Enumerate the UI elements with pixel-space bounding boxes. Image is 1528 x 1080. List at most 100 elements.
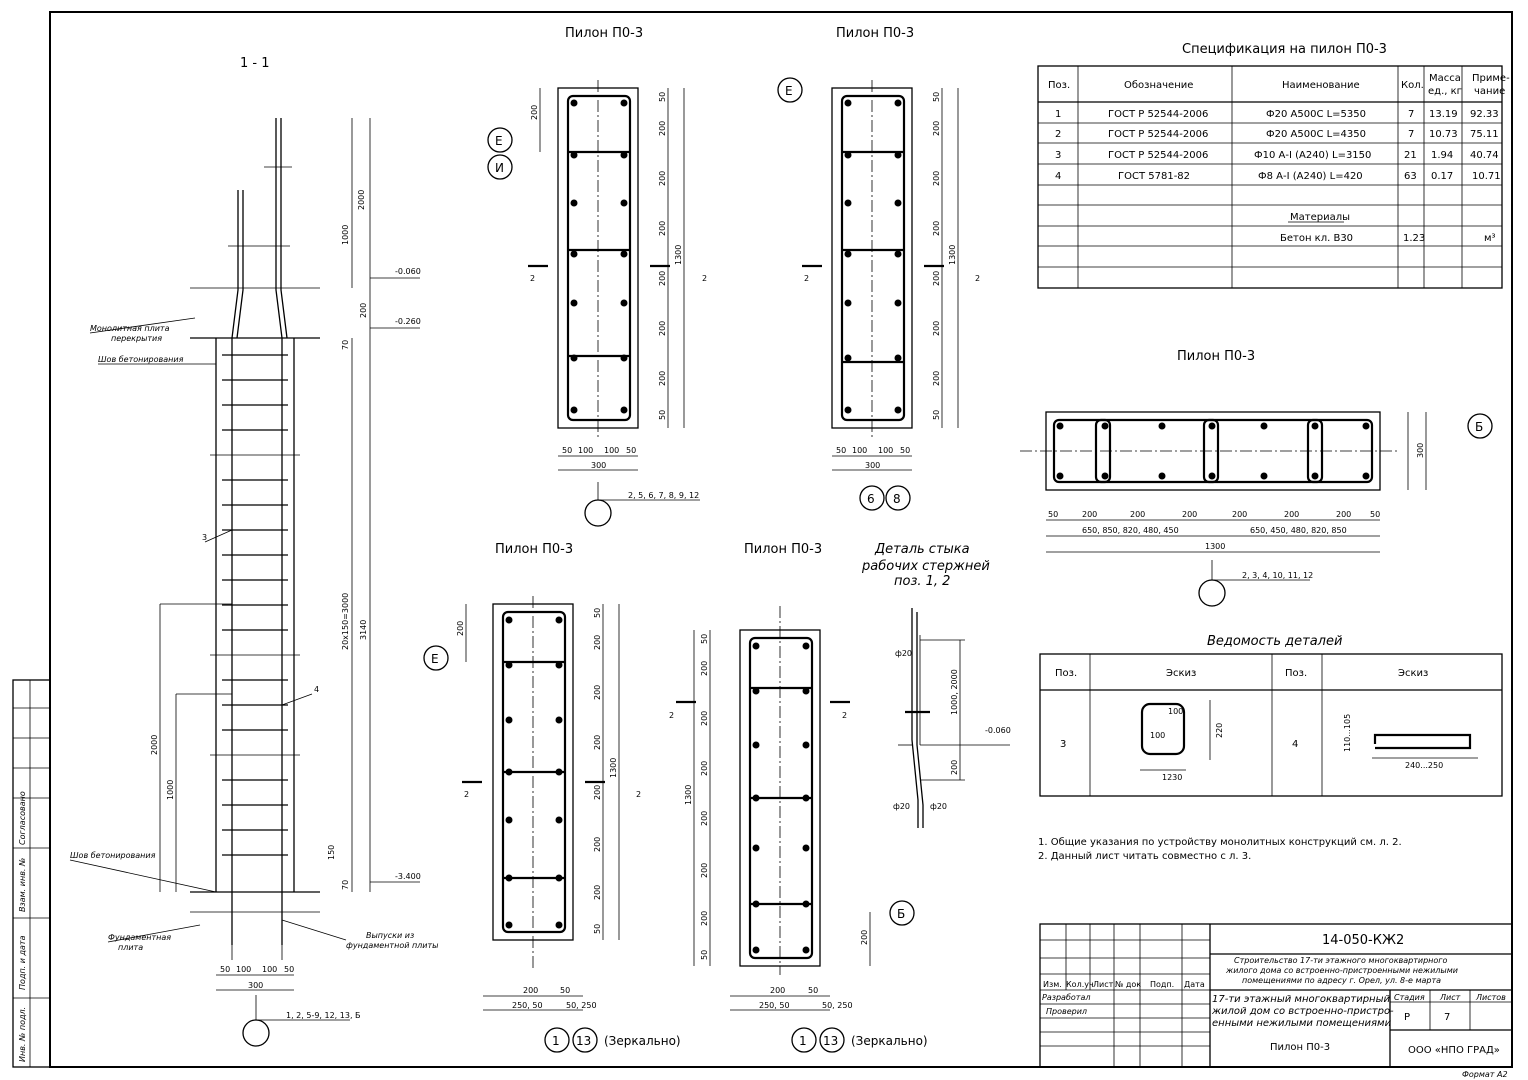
svg-text:200: 200	[700, 761, 709, 776]
svg-text:Пилон П0-3: Пилон П0-3	[495, 542, 573, 557]
svg-text:ф20: ф20	[930, 802, 947, 811]
svg-text:Деталь стыка: Деталь стыка	[874, 542, 970, 557]
company: ООО «НПО ГРАД»	[1408, 1045, 1500, 1056]
svg-text:ф20: ф20	[893, 802, 910, 811]
svg-text:1.94: 1.94	[1431, 150, 1453, 161]
svg-text:1, 2, 5-9, 12, 13, Б: 1, 2, 5-9, 12, 13, Б	[286, 1011, 361, 1020]
svg-text:150: 150	[327, 845, 336, 860]
svg-text:4: 4	[1055, 171, 1061, 182]
svg-text:50: 50	[560, 986, 570, 995]
svg-text:Дата: Дата	[1184, 980, 1205, 989]
svg-text:2. Данный лист читать совместн: 2. Данный лист читать совместно с л. 3.	[1038, 851, 1251, 862]
svg-text:63: 63	[1404, 171, 1417, 182]
svg-text:перекрытия: перекрытия	[111, 334, 162, 343]
svg-text:200: 200	[700, 863, 709, 878]
svg-text:Монолитная плита: Монолитная плита	[90, 324, 170, 333]
svg-text:650, 850, 820, 480, 450: 650, 850, 820, 480, 450	[1082, 526, 1179, 535]
svg-text:70: 70	[341, 340, 350, 350]
svg-text:40.74: 40.74	[1470, 150, 1499, 161]
svg-text:ф20: ф20	[895, 649, 912, 658]
svg-text:Согласовано: Согласовано	[18, 791, 27, 845]
svg-text:Б: Б	[897, 907, 905, 921]
svg-text:200: 200	[593, 685, 602, 700]
svg-text:-0.060: -0.060	[395, 267, 421, 276]
svg-text:Е: Е	[431, 652, 439, 666]
svg-text:50: 50	[932, 410, 941, 420]
svg-text:200: 200	[1130, 510, 1145, 519]
svg-text:75.11: 75.11	[1470, 129, 1499, 140]
svg-text:Е: Е	[495, 134, 503, 148]
svg-text:50: 50	[284, 965, 294, 974]
svg-text:200: 200	[860, 930, 869, 945]
svg-text:200: 200	[932, 321, 941, 336]
svg-text:Наименование: Наименование	[1282, 80, 1360, 91]
svg-text:250, 50: 250, 50	[512, 1001, 543, 1010]
svg-text:Поз.: Поз.	[1048, 80, 1070, 91]
svg-text:2: 2	[669, 711, 674, 720]
svg-text:200: 200	[1182, 510, 1197, 519]
svg-text:50, 250: 50, 250	[822, 1001, 853, 1010]
svg-text:4: 4	[1292, 739, 1298, 750]
svg-text:200: 200	[658, 171, 667, 186]
svg-text:3: 3	[1060, 739, 1066, 750]
svg-text:200: 200	[658, 321, 667, 336]
svg-text:Ф20 А500С L=5350: Ф20 А500С L=5350	[1266, 109, 1366, 120]
sheet-frame	[49, 11, 1513, 1068]
svg-text:Эскиз: Эскиз	[1166, 668, 1196, 679]
svg-text:200: 200	[593, 837, 602, 852]
svg-text:200: 200	[593, 635, 602, 650]
pylon-top-mid: Пилон П0-3 50 200 200 200 200 200 200 50…	[777, 26, 980, 511]
svg-text:50: 50	[626, 446, 636, 455]
svg-text:Проверил: Проверил	[1046, 1007, 1087, 1016]
svg-text:1300: 1300	[1205, 542, 1225, 551]
svg-text:Е: Е	[785, 84, 793, 98]
svg-text:1230: 1230	[1162, 773, 1182, 782]
svg-text:Взам. инв. №: Взам. инв. №	[18, 858, 27, 912]
svg-text:240...250: 240...250	[1405, 761, 1443, 770]
svg-text:50: 50	[658, 410, 667, 420]
svg-text:92.33: 92.33	[1470, 109, 1499, 120]
svg-text:ГОСТ 5781-82: ГОСТ 5781-82	[1118, 171, 1190, 182]
svg-text:Шов бетонирования: Шов бетонирования	[98, 355, 184, 364]
svg-text:Р: Р	[1404, 1012, 1410, 1023]
svg-text:И: И	[495, 161, 504, 175]
svg-text:200: 200	[523, 986, 538, 995]
svg-text:13.19: 13.19	[1429, 109, 1458, 120]
svg-text:200: 200	[658, 221, 667, 236]
svg-text:200: 200	[658, 271, 667, 286]
svg-text:300: 300	[248, 981, 263, 990]
svg-text:220: 220	[1215, 723, 1224, 738]
svg-text:100: 100	[1168, 707, 1183, 716]
svg-text:50: 50	[900, 446, 910, 455]
svg-text:200: 200	[359, 303, 368, 318]
svg-text:поз. 1, 2: поз. 1, 2	[894, 574, 950, 589]
svg-text:3: 3	[202, 533, 207, 542]
svg-text:Инв. № подл.: Инв. № подл.	[18, 1007, 27, 1062]
svg-text:200: 200	[1284, 510, 1299, 519]
svg-text:200: 200	[932, 121, 941, 136]
svg-text:200: 200	[530, 105, 539, 120]
svg-text:0.17: 0.17	[1431, 171, 1453, 182]
svg-text:200: 200	[658, 371, 667, 386]
svg-text:7: 7	[1444, 1012, 1450, 1023]
spec-table: Спецификация на пилон П0-3 Поз. Обозначе…	[1037, 42, 1510, 289]
svg-text:70: 70	[341, 880, 350, 890]
svg-text:-0.060: -0.060	[985, 726, 1011, 735]
pylon-plan-right: Пилон П0-3 200 200 200 200 200 200 50 50…	[1020, 349, 1493, 607]
svg-text:Приме-: Приме-	[1472, 73, 1510, 84]
svg-text:2: 2	[1055, 129, 1061, 140]
svg-text:21: 21	[1404, 150, 1417, 161]
svg-text:Поз.: Поз.	[1055, 668, 1077, 679]
svg-text:1300: 1300	[684, 785, 693, 805]
svg-text:Ф8 А-I (А240) L=420: Ф8 А-I (А240) L=420	[1258, 171, 1363, 182]
svg-text:чание: чание	[1474, 86, 1505, 97]
svg-text:Пилон П0-3: Пилон П0-3	[836, 26, 914, 41]
svg-text:-3.400: -3.400	[395, 872, 421, 881]
svg-text:1000: 1000	[341, 225, 350, 245]
svg-text:2, 5, 6, 7, 8, 9, 12: 2, 5, 6, 7, 8, 9, 12	[628, 491, 699, 500]
svg-text:Б: Б	[1475, 420, 1483, 434]
svg-text:Формат А2: Формат А2	[1462, 1070, 1508, 1079]
svg-text:Шов бетонирования: Шов бетонирования	[70, 851, 156, 860]
svg-text:1300: 1300	[674, 245, 683, 265]
